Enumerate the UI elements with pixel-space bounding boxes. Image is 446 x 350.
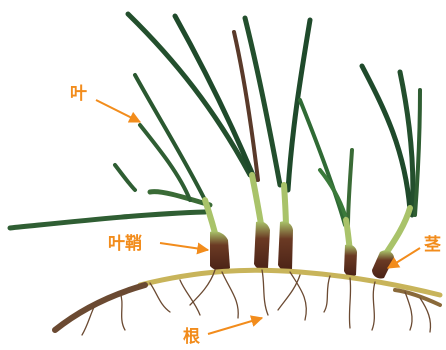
- stem-label: 茎: [424, 237, 441, 254]
- leaf-sheath: [210, 231, 230, 271]
- leaf-blade: [10, 212, 205, 228]
- leaf-blade: [115, 165, 135, 190]
- leaf-blades: [10, 14, 420, 228]
- root: [349, 278, 350, 328]
- root: [120, 292, 125, 330]
- stem: [55, 270, 440, 330]
- leaf-blade: [300, 100, 345, 225]
- leaf-blade: [175, 16, 255, 180]
- leaf-blade: [135, 75, 205, 200]
- root: [222, 272, 238, 318]
- leaf-sheath-arrow: [160, 243, 208, 250]
- leaf-blade: [348, 150, 352, 225]
- root: [262, 270, 268, 315]
- leaf-base: [385, 208, 410, 255]
- leaf-sheath-label: 叶鞘: [108, 236, 142, 253]
- leaf-blade: [245, 18, 280, 185]
- leaf-label: 叶: [70, 86, 87, 103]
- leaf-bases: [205, 175, 410, 255]
- leaf-blade: [320, 170, 345, 215]
- leaf-blade: [140, 125, 190, 200]
- leaf-sheath: [254, 221, 270, 270]
- leaf-sheath: [344, 244, 357, 276]
- root: [372, 282, 375, 330]
- root: [405, 292, 412, 330]
- root-label: 根: [183, 329, 200, 346]
- stem-left: [55, 285, 145, 330]
- leaf-blade: [415, 90, 420, 215]
- leaf-arrow: [96, 100, 140, 122]
- leaf-sheath: [372, 250, 394, 278]
- root: [420, 298, 431, 332]
- leaf-sheath: [278, 221, 293, 271]
- root-arrow: [208, 318, 262, 334]
- root: [150, 283, 170, 312]
- root: [324, 276, 330, 312]
- root: [278, 275, 300, 310]
- leaf-blade: [288, 20, 310, 190]
